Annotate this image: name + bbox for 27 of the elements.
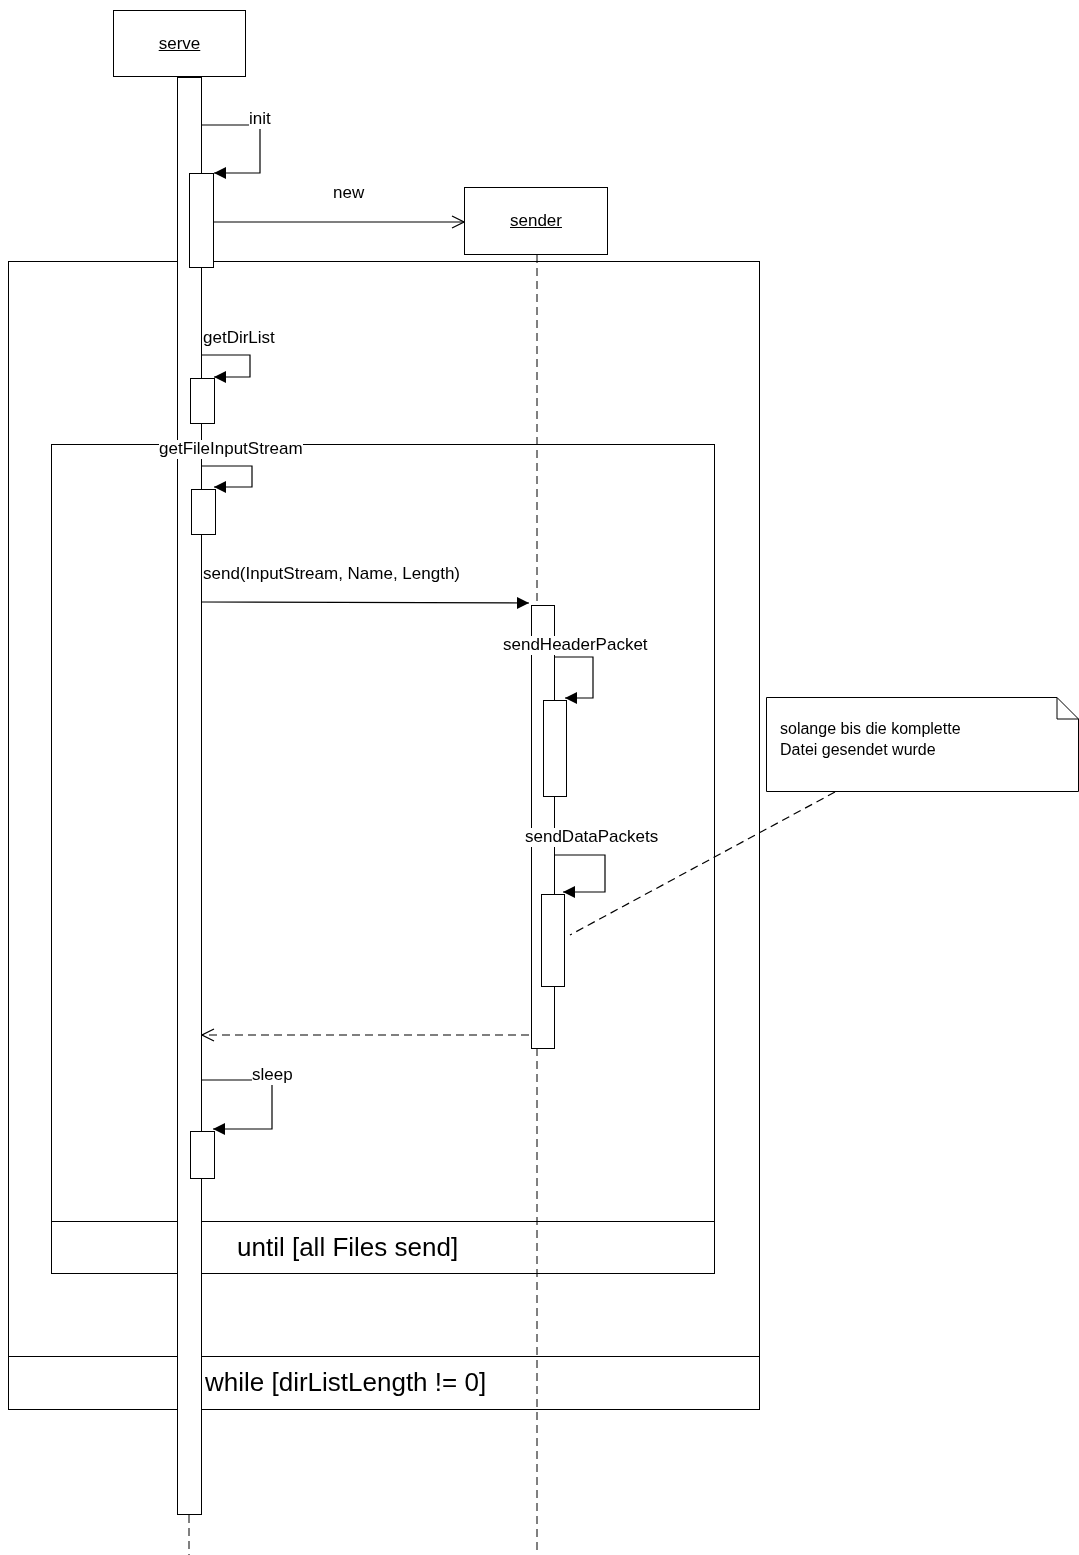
message-arrow xyxy=(201,465,253,493)
message-label: sleep xyxy=(252,1066,293,1085)
message-arrow xyxy=(213,215,465,229)
note-text: solange bis die komplette Datei gesendet wurde xyxy=(780,719,962,760)
activation-bar xyxy=(191,489,216,535)
activation-bar xyxy=(190,1131,215,1179)
message-arrow xyxy=(552,854,606,898)
lifeline-head: serve xyxy=(113,10,246,77)
return-arrow xyxy=(201,1028,530,1042)
loop-condition: while [dirListLength != 0] xyxy=(205,1369,487,1397)
activation-bar xyxy=(541,894,565,987)
message-label: init xyxy=(249,110,271,129)
activation-bar xyxy=(190,378,215,424)
message-label: getFileInputStream xyxy=(159,440,303,459)
message-label: sendDataPackets xyxy=(525,828,659,847)
message-label: sendHeaderPacket xyxy=(503,636,648,655)
note-link xyxy=(569,791,836,936)
activation-bar xyxy=(543,700,567,797)
message-arrow xyxy=(201,596,530,609)
message-arrow xyxy=(201,124,261,179)
message-label: getDirList xyxy=(203,329,275,348)
note-box xyxy=(766,697,1079,792)
message-arrow xyxy=(552,656,594,704)
lifeline-head: sender xyxy=(464,187,608,255)
message-label: send(InputStream, Name, Length) xyxy=(203,565,461,584)
message-arrow xyxy=(201,354,251,383)
activation-bar xyxy=(189,173,214,268)
